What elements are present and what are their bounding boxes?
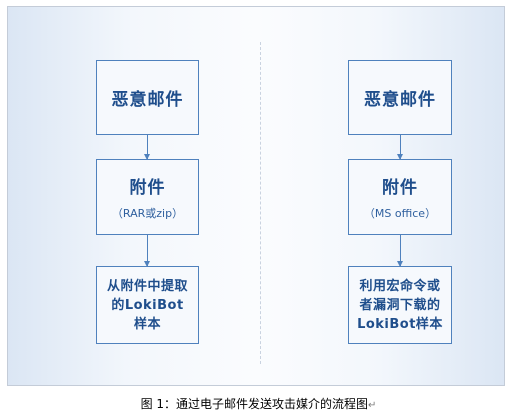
right-attachment-type: （MS office） [363,207,437,220]
left-attachment-box: 附件 （RAR或zip） [96,159,199,235]
left-arrow-2 [144,235,150,267]
right-arrow-2 [397,235,403,267]
left-arrow-1 [144,135,150,160]
right-sample-line-2: 者漏洞下载的 [359,297,441,313]
right-sample-line-3: LokiBot样本 [357,316,443,332]
left-sample-line-2: 的LokiBot [111,297,184,313]
left-attachment-label: 附件 [129,178,166,198]
flow-divider [260,42,261,364]
right-sample-box: 利用宏命令或 者漏洞下载的 LokiBot样本 [348,266,452,344]
left-attachment-type: （RAR或zip） [111,207,184,220]
right-sample-line-1: 利用宏命令或 [359,278,441,294]
figure-caption: 图 1：通过电子邮件发送攻击媒介的流程图↵ [0,395,517,412]
left-malicious-email-label: 恶意邮件 [111,90,184,110]
left-sample-line-3: 样本 [133,316,161,332]
figure-caption-text: 图 1：通过电子邮件发送攻击媒介的流程图 [140,397,369,411]
right-arrow-1 [397,135,403,160]
left-malicious-email-box: 恶意邮件 [96,60,199,135]
right-malicious-email-box: 恶意邮件 [348,60,452,135]
left-sample-line-1: 从附件中提取 [106,278,188,294]
paragraph-mark-icon: ↵ [368,400,377,411]
left-sample-box: 从附件中提取 的LokiBot 样本 [96,266,199,344]
right-malicious-email-label: 恶意邮件 [364,90,436,110]
right-attachment-label: 附件 [382,178,418,198]
right-attachment-box: 附件 （MS office） [348,159,452,235]
